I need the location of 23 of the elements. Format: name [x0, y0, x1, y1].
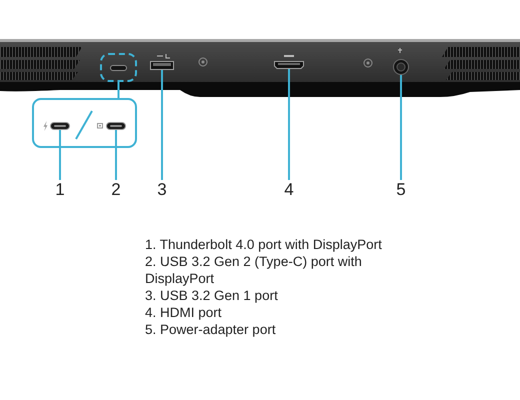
leader-line — [115, 130, 117, 180]
port-description: 4. HDMI port — [145, 304, 223, 321]
callout-number: 3 — [154, 180, 170, 200]
port-description: 1. Thunderbolt 4.0 port with DisplayPort — [145, 236, 383, 253]
leader-line — [400, 75, 402, 180]
hdmi-port — [274, 61, 304, 69]
port-description: 2. USB 3.2 Gen 2 (Type-C) port with DisplayPort — [145, 253, 363, 287]
usb-c-port — [50, 122, 70, 130]
port-description: 5. Power-adapter port — [145, 321, 277, 338]
port-description: 3. USB 3.2 Gen 1 port — [145, 287, 279, 304]
power-port — [393, 59, 409, 75]
inset-panel — [32, 98, 137, 148]
usb-c-port — [106, 122, 126, 130]
callout-number: 5 — [393, 180, 409, 200]
callout-number: 2 — [108, 180, 124, 200]
leader-line — [59, 130, 61, 180]
leader-line — [161, 70, 163, 180]
callout-number: 4 — [281, 180, 297, 200]
highlight-frame — [100, 53, 137, 82]
callout-number: 1 — [52, 180, 68, 200]
leader-line — [288, 69, 290, 180]
connector-line — [118, 82, 120, 98]
usb-a-port — [150, 61, 174, 70]
